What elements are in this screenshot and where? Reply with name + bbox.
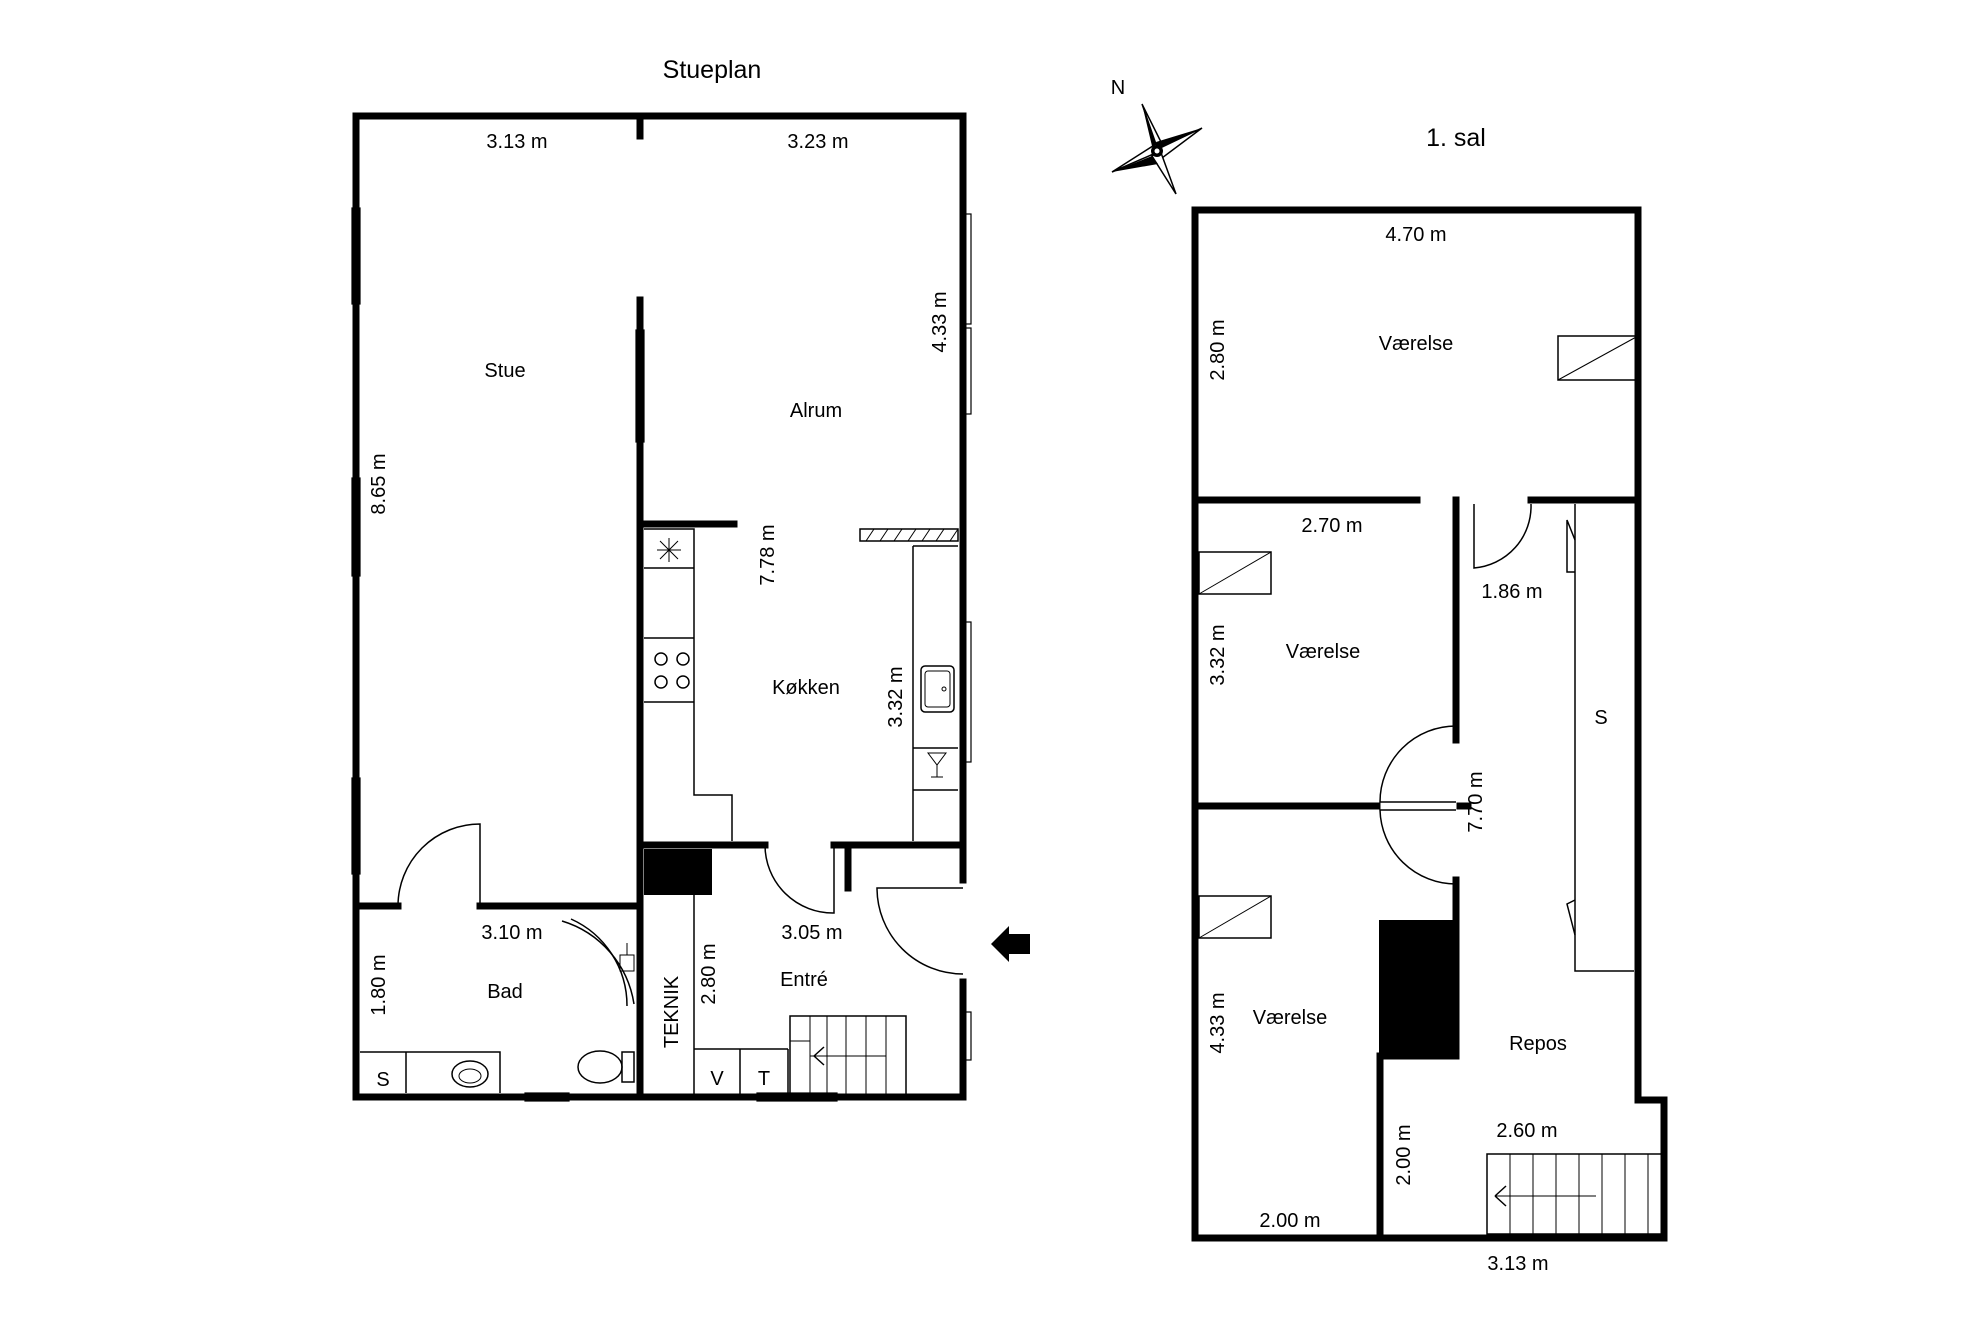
stove-icon: [654, 652, 690, 689]
dimension-label: 3.10 m: [481, 922, 542, 944]
dimension-label: 3.13 m: [486, 131, 547, 153]
dimension-label: 8.65 m: [368, 453, 390, 514]
dimension-label: 4.33 m: [1207, 992, 1229, 1053]
first-floor-title: 1. sal: [1426, 124, 1486, 152]
dimension-label: 4.33 m: [929, 291, 951, 352]
dimension-label: 1.86 m: [1481, 581, 1542, 603]
skylights: [1198, 335, 1639, 939]
dimension-label: 4.70 m: [1385, 224, 1446, 246]
room-label-kokken: Køkken: [772, 677, 840, 699]
kitchen-counters: [644, 528, 958, 841]
entre-fixtures: [693, 895, 789, 1097]
dimension-label: 2.80 m: [698, 943, 720, 1004]
sink-icon: [920, 665, 955, 713]
room-label-vaerelse-bottom: Værelse: [1253, 1007, 1327, 1029]
room-label-teknik: TEKNIK: [661, 975, 683, 1048]
compass-rose-icon: N: [1111, 77, 1203, 195]
dimension-label: 3.05 m: [781, 922, 842, 944]
room-label-bad: Bad: [487, 981, 523, 1003]
dimension-label: 3.23 m: [787, 131, 848, 153]
room-label-stue: Stue: [484, 360, 525, 382]
room-label-vaerelse-mid: Værelse: [1286, 641, 1360, 663]
chimney-hatch: [859, 528, 959, 542]
ground-doors: [397, 823, 964, 1007]
ground-walls: [352, 112, 968, 1101]
entrance-arrow-icon: [991, 926, 1030, 962]
dimension-label: 1.80 m: [368, 954, 390, 1015]
fridge-icon: [657, 538, 681, 562]
ground-floor-title: Stueplan: [663, 56, 762, 84]
room-label-vaerelse-top: Værelse: [1379, 333, 1453, 355]
fixture-label-storage: S: [1594, 707, 1607, 729]
dishwasher-icon: [927, 752, 947, 778]
fixture-label-t: T: [758, 1068, 770, 1090]
fixture-label-shower: S: [376, 1069, 389, 1091]
dimension-label: 2.00 m: [1393, 1124, 1415, 1185]
compass-north-label: N: [1111, 77, 1125, 99]
room-label-entre: Entré: [780, 969, 828, 991]
dimension-label: 3.32 m: [885, 666, 907, 727]
room-label-alrum: Alrum: [790, 400, 842, 422]
toilet-icon: [577, 1050, 635, 1084]
chimney-block: [1379, 920, 1456, 1054]
dimension-label: 2.60 m: [1496, 1120, 1557, 1142]
dimension-label: 2.00 m: [1259, 1210, 1320, 1232]
utility-block: [644, 849, 712, 895]
room-label-repos: Repos: [1509, 1033, 1567, 1055]
washbasin-icon: [451, 1060, 489, 1088]
ground-floor: Stueplan: [351, 56, 1030, 1102]
first-stairs: [1486, 1153, 1665, 1235]
fixture-label-v: V: [710, 1068, 724, 1090]
bath-fixtures: [360, 943, 635, 1093]
shower-head-icon: [619, 943, 635, 972]
dimension-label: 3.13 m: [1487, 1253, 1548, 1275]
dimension-label: 7.70 m: [1465, 771, 1487, 832]
storage-closet: [1566, 504, 1634, 972]
first-floor: 1. sal: [1191, 124, 1668, 1275]
ground-windows: [351, 207, 972, 1102]
first-doors: [1379, 503, 1532, 885]
dimension-label: 3.32 m: [1207, 624, 1229, 685]
ground-stairs: [789, 1015, 907, 1098]
dimension-label: 2.80 m: [1207, 319, 1229, 380]
dimension-label: 2.70 m: [1301, 515, 1362, 537]
dimension-label: 7.78 m: [757, 524, 779, 585]
